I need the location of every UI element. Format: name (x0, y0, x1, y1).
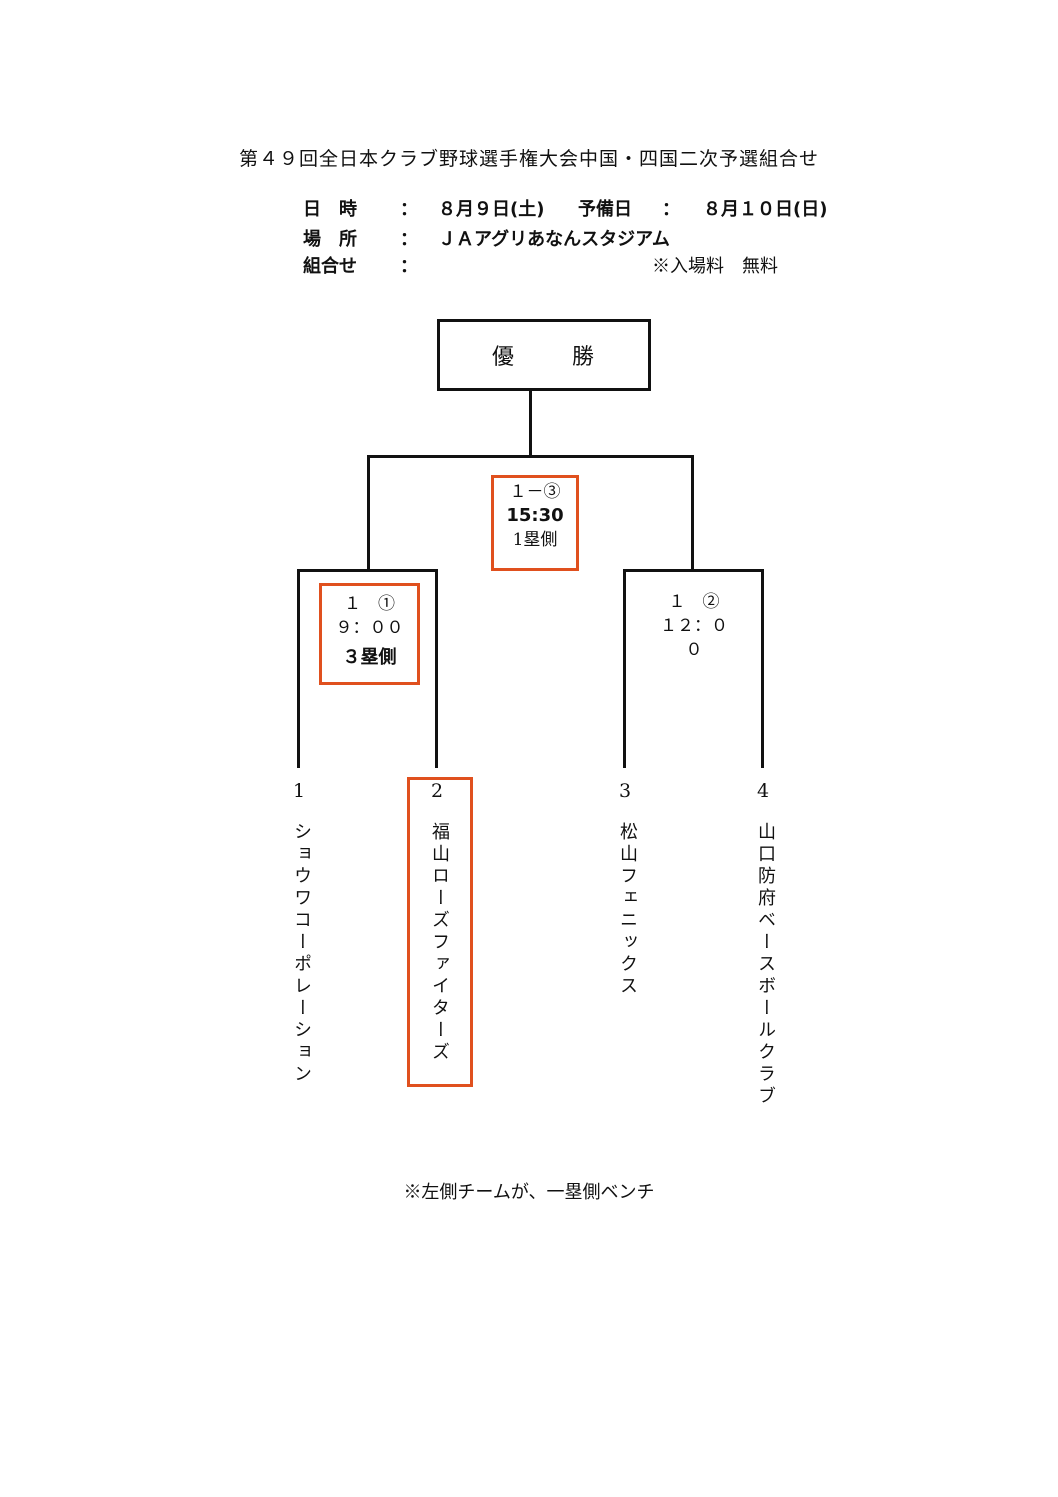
semi2-game-time: １２：００ (660, 616, 728, 660)
team2-name: 福山ローズファイターズ (429, 822, 450, 1064)
final-game-number: １－③ (509, 482, 561, 502)
venue-value: ＪＡアグリあなんスタジアム (438, 229, 670, 250)
semi1-game-box: １ ① ９：００ ３塁側 (319, 583, 420, 685)
date-value: ８月９日(土) (438, 199, 545, 220)
reserve-label: 予備日 (578, 199, 632, 220)
semi2-game-number: １ ② (668, 592, 720, 612)
team1-seed: 1 (292, 780, 306, 802)
page-title: 第４９回全日本クラブ野球選手権大会中国・四国二次予選組合せ (238, 148, 819, 170)
semi1-game-number: １ ① (344, 594, 395, 614)
admission-note: ※入場料 無料 (652, 256, 778, 277)
footer-note: ※左側チームが、一塁側ベンチ (403, 1182, 655, 1203)
team1-line (297, 569, 300, 768)
champion-char-1: 優 (491, 345, 516, 370)
final-left-line (367, 455, 370, 571)
semi1-game-time: ９：００ (335, 618, 404, 638)
pairing-label: 組合せ (303, 256, 357, 277)
semi1-game-side: ３塁側 (342, 647, 397, 668)
team4-line (761, 569, 764, 768)
team2-highlight-box (407, 777, 473, 1087)
date-label: 日 時 (303, 199, 357, 220)
final-right-line (691, 455, 694, 571)
final-game-side: 1塁側 (512, 530, 558, 550)
venue-colon: ： (400, 229, 418, 250)
venue-label: 場 所 (303, 229, 357, 250)
final-stem-line (529, 388, 532, 457)
team3-seed: 3 (618, 780, 632, 802)
reserve-value: ８月１０日(日) (703, 199, 828, 220)
team3-line (623, 569, 626, 768)
pairing-colon: ： (400, 256, 418, 277)
semi2-game-info: １ ② １２：００ (654, 590, 734, 662)
champion-char-2: 勝 (572, 345, 597, 370)
team2-seed: 2 (430, 780, 444, 802)
final-game-time: 15:30 (506, 505, 564, 526)
team4-seed: 4 (756, 780, 770, 802)
date-colon: ： (400, 199, 418, 220)
reserve-colon: ： (662, 199, 680, 220)
team4-name: 山口防府ベースボールクラブ (755, 822, 776, 1108)
team3-name: 松山フェニックス (617, 822, 638, 998)
final-horizontal-line (367, 455, 694, 458)
final-game-box: １－③ 15:30 1塁側 (491, 475, 579, 571)
semi1-horizontal-line (297, 569, 438, 572)
team2-line (435, 569, 438, 768)
semi2-horizontal-line (623, 569, 764, 572)
champion-box: 優 勝 (437, 319, 651, 391)
team1-name: ショウワコーポレーション (291, 822, 312, 1086)
